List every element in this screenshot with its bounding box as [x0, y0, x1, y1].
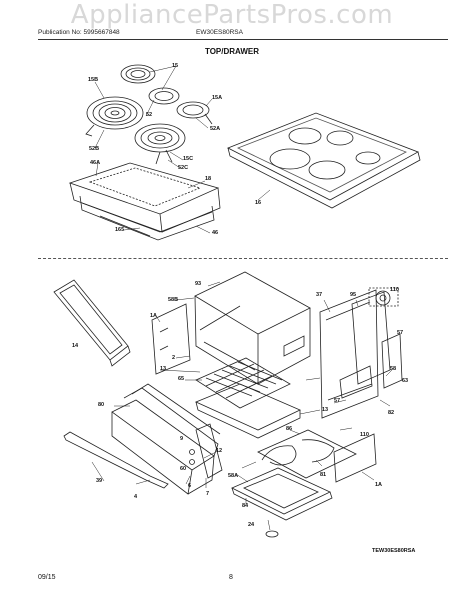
burner-box-165 [79, 195, 215, 241]
drawer-cavity-93 [194, 271, 311, 385]
part-label: 12 [216, 448, 223, 454]
part-label: 52B [89, 146, 100, 152]
part-label: 7 [206, 491, 210, 497]
back-panel-95 [319, 289, 379, 419]
part-label: 9 [180, 436, 184, 442]
heat-shield-63 [381, 333, 403, 389]
part-label: 13 [322, 407, 329, 413]
part-label: 18 [205, 176, 212, 182]
footer-date: 09/15 [38, 574, 56, 581]
part-label: 65 [178, 376, 185, 382]
leader-lines-bottom [91, 281, 393, 531]
side-panel-1A-right [333, 433, 377, 483]
part-label: 110 [390, 287, 399, 293]
burner-element-15C [134, 123, 186, 165]
part-label: 165 [115, 227, 125, 233]
part-label: 58B [168, 297, 179, 303]
part-label: 52 [146, 112, 153, 118]
burner-element-15 [120, 64, 156, 84]
part-label: 52A [210, 126, 221, 132]
part-label: 46A [90, 160, 101, 166]
part-label: 60 [180, 466, 187, 472]
part-label: 15 [172, 63, 179, 69]
drawer-front-panel [111, 383, 221, 495]
part-label: 52C [178, 165, 189, 171]
part-label: 2 [172, 355, 176, 361]
drawer-handle-39 [63, 431, 169, 489]
part-label: 80 [98, 402, 105, 408]
part-label: 63 [402, 378, 409, 384]
watermark-text: AppliancePartsPros.com [70, 0, 394, 30]
drawer-bottom-84 [231, 467, 333, 521]
burner-element-15B [85, 96, 144, 137]
part-label: 1A [375, 482, 383, 488]
section-divider [38, 258, 448, 259]
burner-element-center [148, 87, 180, 105]
part-label: 4 [134, 494, 138, 500]
part-label: 86 [286, 426, 293, 432]
part-label: 1A [150, 313, 158, 319]
drawer-pan [194, 383, 301, 439]
part-label: 14 [72, 343, 79, 349]
part-label: 13 [160, 366, 167, 372]
part-label: 15B [88, 77, 99, 83]
part-label: 24 [248, 522, 255, 528]
diagram-code: TEW30ES80RSA [372, 548, 416, 554]
part-label: 39 [96, 478, 103, 484]
part-label: 16 [255, 200, 262, 206]
side-panel-1A [151, 303, 191, 375]
part-label: 82 [388, 410, 395, 416]
drawer-seal-7 [189, 423, 223, 479]
part-label: 15C [183, 156, 194, 162]
part-label: 46 [212, 230, 219, 236]
glass-cooktop-16 [227, 112, 421, 209]
header-rule [38, 39, 448, 40]
door-glass-14 [53, 279, 131, 367]
part-label: 15A [212, 95, 223, 101]
publication-number: Publication No: 5995667848 [38, 29, 120, 36]
part-label: 95 [350, 292, 357, 298]
part-label: 93 [195, 281, 202, 287]
part-label: 37 [316, 292, 323, 298]
part-label: 81 [320, 472, 327, 478]
leader-lines-top [94, 65, 271, 234]
model-number: EW30ES80RSA [196, 29, 243, 36]
insulation-panel-57 [351, 291, 391, 385]
part-label: 58A [228, 473, 239, 479]
footer-page-number: 8 [229, 574, 233, 581]
part-label: 6 [188, 483, 192, 489]
heating-element-86 [257, 429, 357, 479]
foot-24 [265, 530, 279, 538]
drawer-rack [195, 357, 291, 409]
burner-element-15A [176, 101, 213, 125]
part-label: 57 [397, 330, 404, 336]
part-label: 84 [242, 503, 249, 509]
section-title: TOP/DRAWER [204, 47, 260, 56]
part-label: 110 [360, 432, 369, 438]
part-label: 58 [390, 366, 397, 372]
cooktop-frame-18 [68, 162, 221, 233]
control-component-110 [368, 287, 399, 307]
part-label: 57 [334, 398, 341, 404]
